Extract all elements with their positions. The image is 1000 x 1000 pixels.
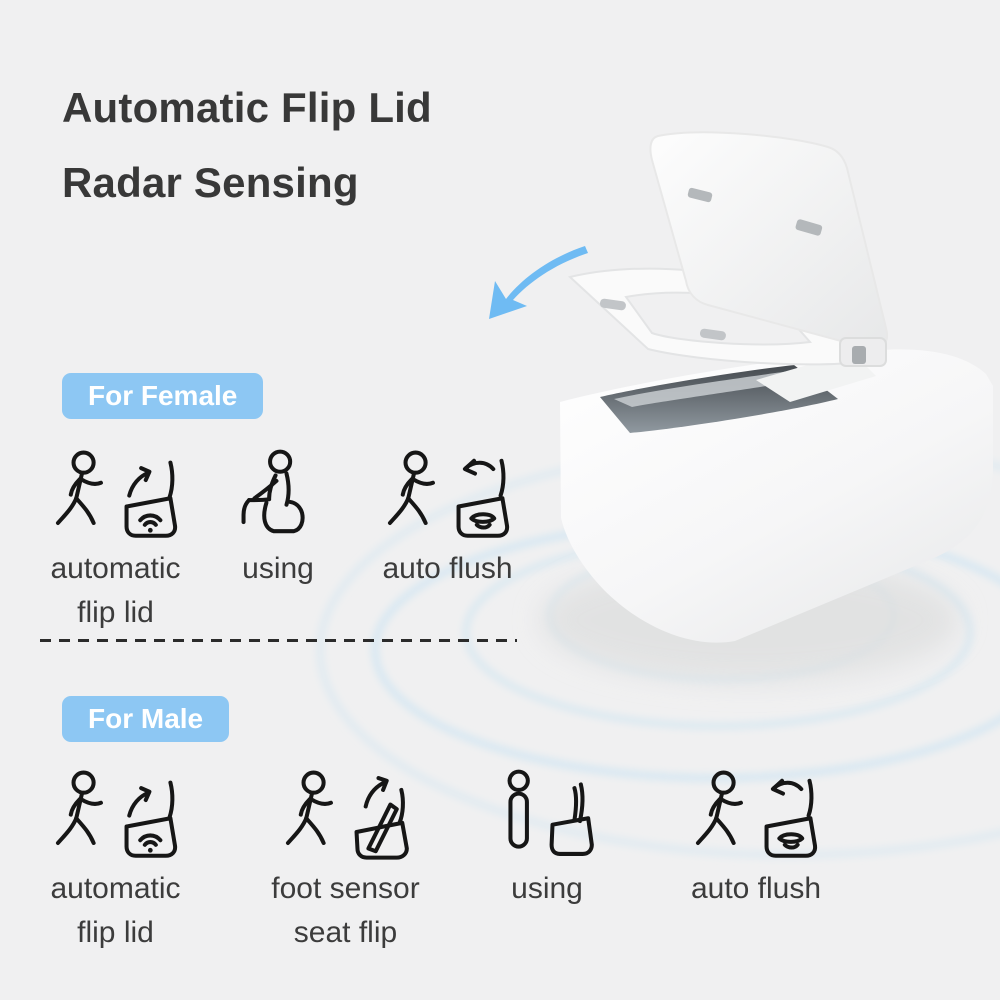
- foot-sensor-flip-icon: [285, 770, 409, 860]
- feature-male-auto-flush: auto flush: [672, 768, 840, 913]
- feature-female-using: using: [210, 448, 346, 593]
- feature-label: automatic: [50, 552, 181, 585]
- sitting-person-icon: [241, 449, 305, 534]
- feature-male-foot-sensor: foot sensor seat flip: [253, 768, 438, 952]
- toilet-body: [560, 349, 993, 643]
- walk-auto-flush-icon: [387, 450, 510, 538]
- feature-label: foot sensor: [271, 872, 420, 905]
- feature-label: using: [511, 872, 583, 905]
- feature-label: auto flush: [690, 872, 822, 905]
- walk-flip-lid-icon: [55, 770, 178, 858]
- feature-label: automatic: [50, 872, 181, 905]
- title-line-2: Radar Sensing: [62, 159, 359, 206]
- standing-person-icon: [507, 769, 595, 856]
- page-title: Automatic Flip Lid Radar Sensing: [62, 84, 432, 234]
- feature-label-line2: seat flip: [293, 916, 398, 949]
- feature-label: auto flush: [382, 552, 513, 585]
- feature-label-line2: flip lid: [77, 916, 154, 949]
- walk-flip-lid-icon: [55, 450, 178, 538]
- badge-for-male: For Male: [62, 696, 230, 742]
- feature-female-auto-flip-lid: automatic flip lid: [33, 448, 198, 632]
- feature-female-auto-flush: auto flush: [375, 448, 520, 593]
- title-line-1: Automatic Flip Lid: [62, 84, 432, 131]
- toilet-lid: [649, 131, 888, 367]
- feature-label-line2: flip lid: [77, 596, 154, 629]
- walk-auto-flush-icon: [696, 770, 818, 858]
- feature-male-using: using: [480, 768, 614, 913]
- badge-for-female: For Female: [62, 373, 264, 419]
- feature-male-auto-flip-lid: automatic flip lid: [33, 768, 198, 952]
- feature-label: using: [242, 552, 314, 585]
- section-divider: [40, 639, 517, 642]
- lid-direction-arrow-icon: [489, 246, 588, 319]
